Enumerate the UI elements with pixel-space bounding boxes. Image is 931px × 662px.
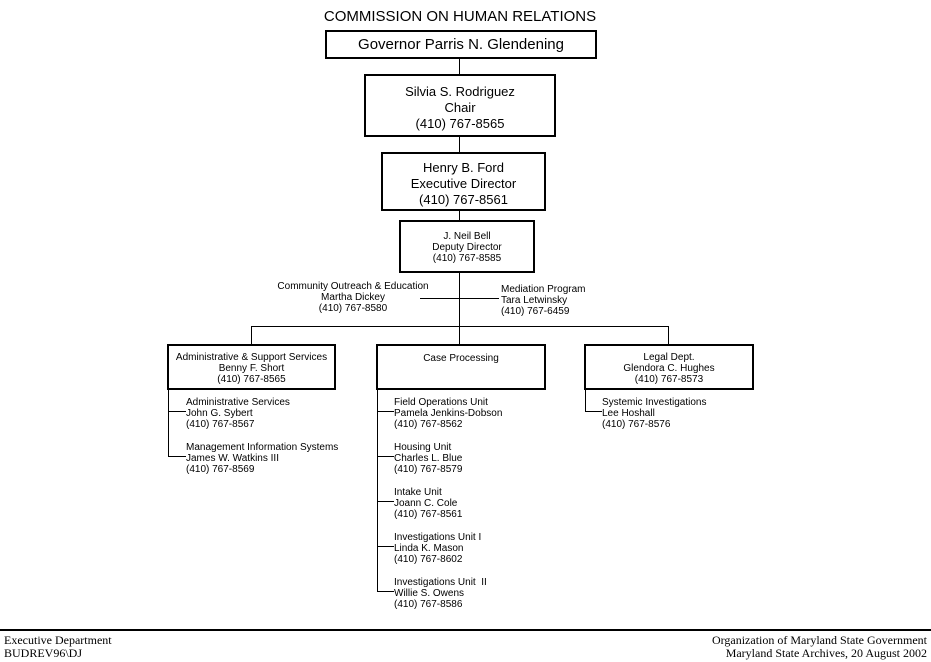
case-subunit-unit: Intake Unit [394, 487, 442, 498]
executive-director-box: Henry B. Ford Executive Director (410) 7… [381, 152, 546, 211]
chair-phone: (410) 767-8565 [415, 116, 505, 131]
case-sub-tick-0 [377, 411, 394, 412]
case-subunit-phone: (410) 767-8579 [394, 464, 463, 475]
case-processing-box: Case Processing [376, 344, 546, 390]
deputy-director-box: J. Neil Bell Deputy Director (410) 767-8… [399, 220, 535, 273]
case-subunit-unit: Investigations Unit I [394, 532, 482, 543]
legal-subunit-name: Lee Hoshall [602, 408, 655, 419]
admin-subunit: Administrative Services John G. Sybert (… [186, 397, 290, 430]
connector-bus-legal [668, 326, 669, 345]
executive-director-role: Executive Director [410, 176, 517, 191]
chair-role: Chair [444, 100, 476, 115]
case-sub-tick-1 [377, 456, 394, 457]
case-subunit-name: Linda K. Mason [394, 543, 464, 554]
footer-department: Executive Department [4, 633, 112, 647]
mediation-phone: (410) 767-6459 [501, 306, 570, 317]
footer-right: Organization of Maryland State Governmen… [712, 634, 927, 660]
admin-sub-tick-1 [168, 456, 186, 457]
deputy-director-role: Deputy Director [432, 242, 502, 253]
connector-bus [251, 326, 669, 327]
legal-unit: Legal Dept. [643, 352, 695, 363]
case-subunit: Investigations Unit I Linda K. Mason (41… [394, 532, 481, 565]
case-subunit: Intake Unit Joann C. Cole (410) 767-8561 [394, 487, 462, 520]
admin-support-unit: Administrative & Support Services [175, 352, 328, 363]
case-processing-unit: Case Processing [423, 353, 499, 364]
chart-title: COMMISSION ON HUMAN RELATIONS [323, 8, 597, 25]
admin-subunit-phone: (410) 767-8569 [186, 464, 255, 475]
case-subunit-phone: (410) 767-8586 [394, 599, 463, 610]
connector-director-deputy [459, 210, 460, 220]
footer-rule [0, 629, 931, 631]
case-subunit-name: Pamela Jenkins-Dobson [394, 408, 503, 419]
admin-support-name: Benny F. Short [218, 363, 285, 374]
footer-left: Executive Department BUDREV96\DJ [4, 634, 112, 660]
footer-doc-code: BUDREV96\DJ [4, 646, 83, 660]
admin-subunit: Management Information Systems James W. … [186, 442, 338, 475]
footer-archive-date: Maryland State Archives, 20 August 2002 [725, 646, 927, 660]
mediation-unit: Mediation Program [501, 284, 586, 295]
admin-subunit-name: John G. Sybert [186, 408, 253, 419]
legal-name: Glendora C. Hughes [623, 363, 715, 374]
admin-subunit-name: James W. Watkins III [186, 453, 279, 464]
case-subunit-name: Charles L. Blue [394, 453, 463, 464]
connector-governor-chair [459, 58, 460, 75]
deputy-director-phone: (410) 767-8585 [432, 253, 502, 264]
connector-deputy-branches [459, 272, 460, 327]
case-subunit-phone: (410) 767-8561 [394, 509, 463, 520]
legal-subunit-unit: Systemic Investigations [602, 397, 707, 408]
legal-subunit: Systemic Investigations Lee Hoshall (410… [602, 397, 707, 430]
case-subunit-unit: Investigations Unit II [394, 577, 487, 588]
admin-subunit-phone: (410) 767-8567 [186, 419, 255, 430]
mediation-name: Tara Letwinsky [501, 295, 568, 306]
case-sub-spine [377, 389, 378, 592]
case-subunit-unit: Housing Unit [394, 442, 452, 453]
legal-sub-spine [585, 389, 586, 412]
legal-box: Legal Dept. Glendora C. Hughes (410) 767… [584, 344, 754, 390]
footer-publication: Organization of Maryland State Governmen… [711, 633, 927, 647]
case-sub-tick-3 [377, 546, 394, 547]
connector-chair-director [459, 137, 460, 153]
case-sub-tick-2 [377, 501, 394, 502]
community-outreach-unit: Community Outreach & Education [277, 281, 429, 292]
admin-subunit-unit: Management Information Systems [186, 442, 339, 453]
connector-bus-admin [251, 326, 252, 345]
case-subunit: Field Operations Unit Pamela Jenkins-Dob… [394, 397, 502, 430]
case-subunit-name: Joann C. Cole [394, 498, 458, 509]
governor-box: Governor Parris N. Glendening [325, 30, 597, 59]
connector-mediation [459, 298, 499, 299]
case-subunit: Housing Unit Charles L. Blue (410) 767-8… [394, 442, 462, 475]
case-subunit-name: Willie S. Owens [394, 588, 465, 599]
case-subunit-phone: (410) 767-8562 [394, 419, 463, 430]
mediation-staff: Mediation Program Tara Letwinsky (410) 7… [501, 284, 631, 317]
executive-director-name: Henry B. Ford [423, 160, 504, 175]
community-outreach-name: Martha Dickey [321, 292, 385, 303]
legal-phone: (410) 767-8573 [634, 374, 704, 385]
chair-name: Silvia S. Rodriguez [405, 84, 515, 99]
case-subunit-unit: Field Operations Unit [394, 397, 488, 408]
admin-sub-spine [168, 389, 169, 457]
legal-sub-tick-0 [585, 411, 602, 412]
admin-support-box: Administrative & Support Services Benny … [167, 344, 336, 390]
admin-sub-tick-0 [168, 411, 186, 412]
case-subunit: Investigations Unit II Willie S. Owens (… [394, 577, 487, 610]
governor-name: Governor Parris N. Glendening [358, 36, 564, 53]
chair-box: Silvia S. Rodriguez Chair (410) 767-8565 [364, 74, 556, 137]
connector-bus-case [459, 326, 460, 345]
case-subunit-phone: (410) 767-8602 [394, 554, 463, 565]
executive-director-phone: (410) 767-8561 [419, 192, 508, 207]
community-outreach-staff: Community Outreach & Education Martha Di… [258, 281, 448, 314]
connector-community-outreach [420, 298, 460, 299]
deputy-director-name: J. Neil Bell [443, 231, 491, 242]
admin-support-phone: (410) 767-8565 [217, 374, 286, 385]
legal-subunit-phone: (410) 767-8576 [602, 419, 671, 430]
admin-subunit-unit: Administrative Services [186, 397, 290, 408]
community-outreach-phone: (410) 767-8580 [318, 303, 388, 314]
case-sub-tick-4 [377, 591, 394, 592]
